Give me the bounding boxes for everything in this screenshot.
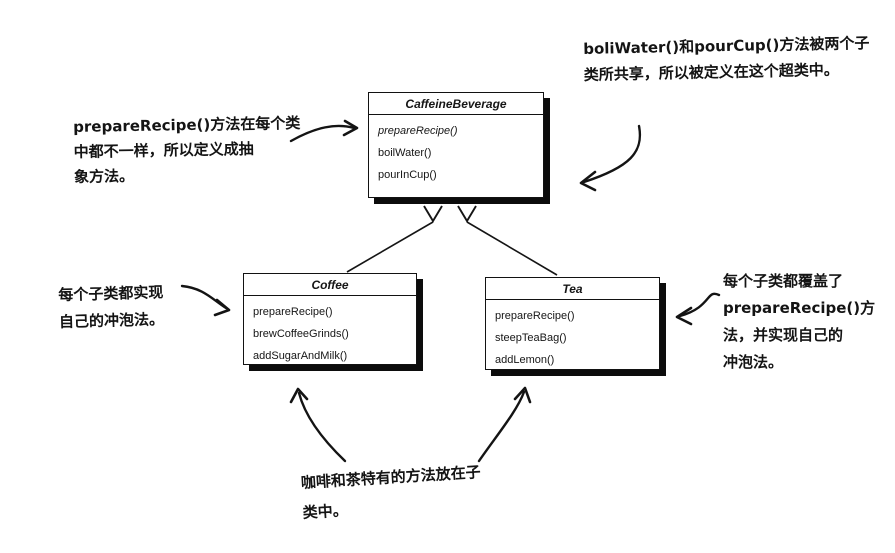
note-arrowhead-specific-coffee (289, 387, 309, 404)
note-subclass-impl: 每个子类都实现 自己的冲泡法。 (58, 283, 165, 331)
generalization-arrowhead-tea (457, 205, 477, 223)
method-preparerecipe-coffee: prepareRecipe() (253, 306, 333, 318)
note-shared-methods: boliWater()和pourCup()方法被两个子 类所共享，所以被定义在这… (583, 34, 870, 84)
note-override: 每个子类都覆盖了 prepareRecipe()方 法，并实现自己的 冲泡法。 (723, 272, 876, 371)
note-arrow-specific-coffee (297, 391, 347, 463)
method-boilwater: boilWater() (378, 147, 432, 159)
class-title-caffeinebeverage: CaffeineBeverage (369, 93, 543, 115)
note-arrowhead-subclass-impl (213, 298, 231, 317)
note-arrow-shared-methods (582, 124, 642, 184)
note-arrow-specific-tea (477, 390, 526, 463)
note-arrowhead-specific-tea (513, 386, 532, 404)
note-arrowhead-override (675, 306, 693, 326)
method-preparerecipe-abstract: prepareRecipe() (378, 125, 458, 137)
class-box-tea: Tea prepareRecipe() steepTeaBag() addLem… (485, 277, 660, 370)
method-preparerecipe-tea: prepareRecipe() (495, 310, 575, 322)
note-prepare-recipe: prepareRecipe()方法在每个类 中都不一样，所以定义成抽 象方法。 (73, 114, 301, 186)
method-addsugarandmilk: addSugarAndMilk() (253, 350, 348, 362)
method-pourincup: pourInCup() (378, 169, 437, 181)
class-methods-caffeinebeverage: prepareRecipe() boilWater() pourInCup() (369, 115, 543, 186)
class-title-coffee: Coffee (244, 274, 416, 296)
generalization-line-tea (466, 221, 558, 276)
method-brewcoffeegrinds: brewCoffeeGrinds() (253, 328, 349, 340)
note-arrow-override (678, 292, 721, 318)
class-title-tea: Tea (486, 278, 659, 300)
class-methods-tea: prepareRecipe() steepTeaBag() addLemon() (486, 300, 659, 371)
class-box-caffeinebeverage: CaffeineBeverage prepareRecipe() boilWat… (368, 92, 544, 198)
note-arrowhead-prepare-recipe (342, 119, 359, 137)
note-arrow-prepare-recipe (289, 124, 356, 143)
generalization-line-coffee (346, 221, 434, 273)
class-box-coffee: Coffee prepareRecipe() brewCoffeeGrinds(… (243, 273, 417, 365)
method-steepteabag: steepTeaBag() (495, 332, 567, 344)
class-methods-coffee: prepareRecipe() brewCoffeeGrinds() addSu… (244, 296, 416, 367)
method-addlemon: addLemon() (495, 354, 555, 366)
generalization-arrowhead-coffee (423, 205, 443, 223)
note-arrowhead-shared-methods (579, 170, 597, 192)
